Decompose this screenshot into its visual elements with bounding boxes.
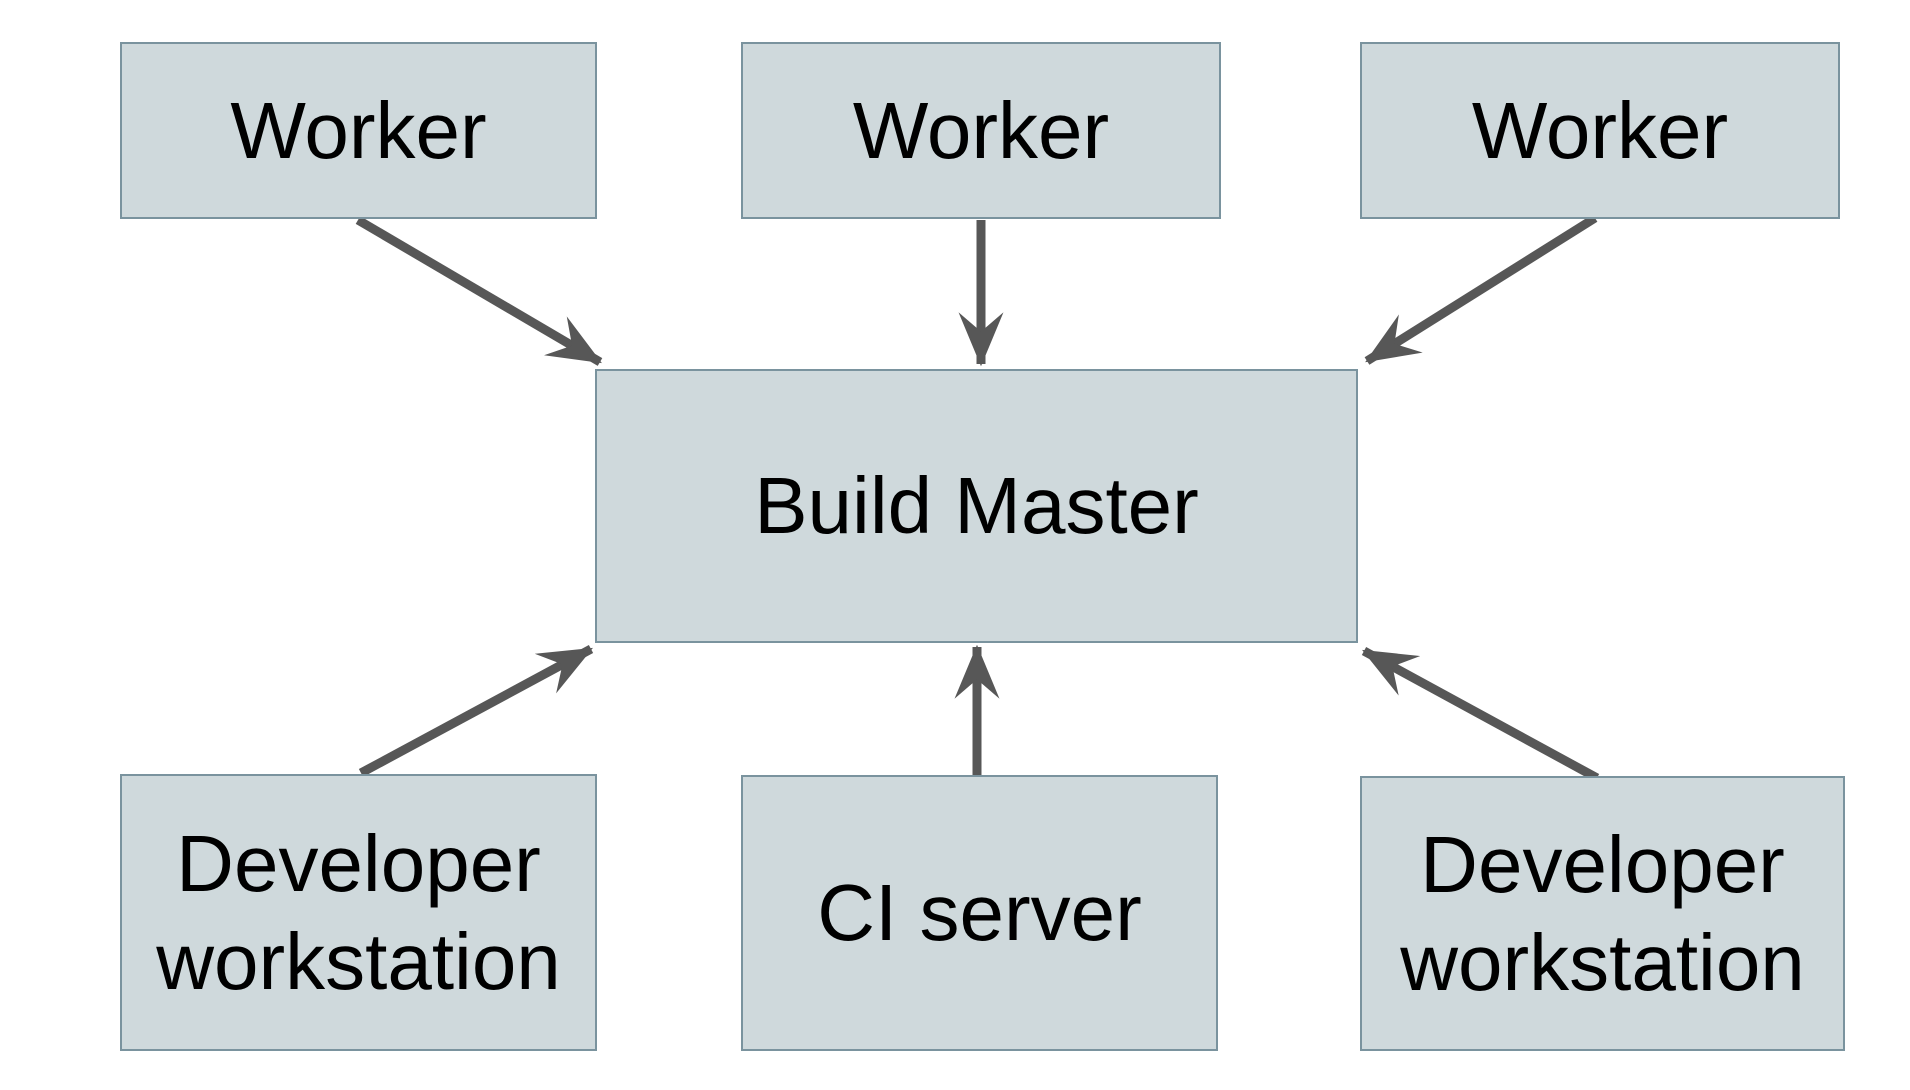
node-ci-server: CI server bbox=[741, 775, 1218, 1051]
node-developer-workstation-right: Developer workstation bbox=[1360, 776, 1845, 1051]
node-developer-workstation-left: Developer workstation bbox=[120, 774, 597, 1051]
arrow-worker-3-to-build-master bbox=[1364, 214, 1598, 365]
node-worker-2: Worker bbox=[741, 42, 1221, 219]
node-build-master-label: Build Master bbox=[754, 461, 1199, 551]
arrow-developer-workstation-left-to-build-master bbox=[358, 645, 594, 777]
node-worker-1-label: Worker bbox=[230, 85, 487, 175]
node-build-master: Build Master bbox=[595, 369, 1358, 643]
node-developer-workstation-left-label: Developer workstation bbox=[156, 818, 561, 1006]
node-worker-3-label: Worker bbox=[1471, 85, 1729, 175]
arrow-developer-workstation-right-to-build-master bbox=[1361, 647, 1600, 782]
node-developer-workstation-right-label: Developer workstation bbox=[1400, 819, 1805, 1007]
node-worker-2-label: Worker bbox=[852, 85, 1110, 175]
arrow-worker-1-to-build-master bbox=[355, 216, 603, 366]
node-ci-server-label: CI server bbox=[817, 868, 1142, 958]
node-worker-3: Worker bbox=[1360, 42, 1840, 219]
node-worker-1: Worker bbox=[120, 42, 597, 219]
